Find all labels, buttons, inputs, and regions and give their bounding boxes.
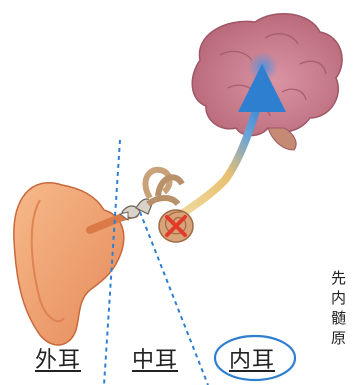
side-text-char: 原	[331, 328, 353, 348]
side-text-char: 髄	[331, 308, 353, 328]
brain	[192, 14, 342, 150]
label-inner-ear: 内耳	[229, 342, 275, 374]
side-text-char: 先	[331, 268, 353, 288]
label-middle-ear: 中耳	[132, 342, 178, 374]
side-text-char: 内	[331, 288, 353, 308]
outer-ear	[14, 183, 135, 345]
side-text-column: 先 内 髄 原	[331, 268, 353, 348]
signal-glow	[248, 52, 278, 82]
label-outer-ear: 外耳	[35, 342, 81, 374]
inner-ear	[145, 170, 193, 242]
